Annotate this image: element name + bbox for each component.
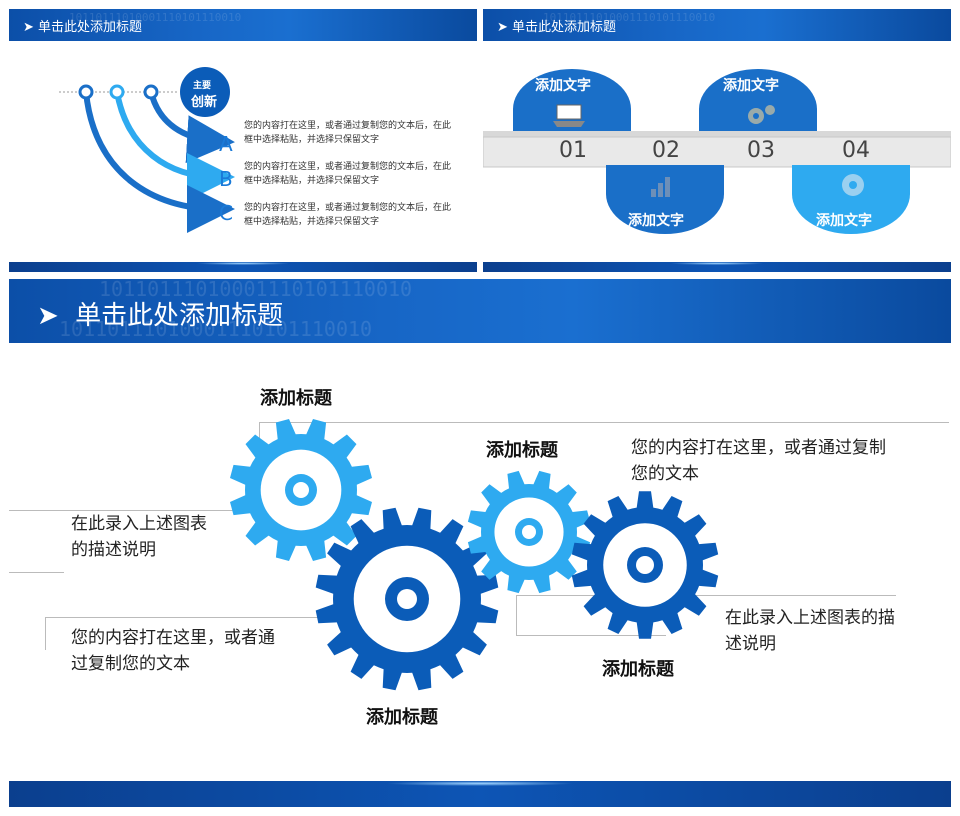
number-01: 01 (559, 138, 587, 163)
binary-watermark: 10110111010001110101110010 (69, 11, 242, 24)
connector-line (45, 617, 345, 618)
connector-line (516, 635, 666, 636)
item-c-text: 您的内容打在这里，或者通过复制您的文本后，在此框中选择粘贴，并选择只保留文字 (244, 203, 452, 227)
number-03: 03 (747, 138, 775, 163)
connector-line (45, 617, 46, 650)
bar-chart-icon (651, 177, 670, 197)
laptop-icon (553, 104, 585, 127)
binary-watermark-2: 10110111010001110101110010 (543, 11, 716, 24)
slide-1-footer (9, 262, 477, 272)
number-02: 02 (652, 138, 680, 163)
letter-b: B (219, 167, 233, 191)
gears-icon (748, 105, 775, 124)
binary-watermark-4: 10110111010001110101110010 (59, 317, 373, 341)
slide-2: 10110111010001110101110010 ➤ 单击此处添加标题 (483, 9, 951, 272)
letter-a: A (219, 132, 233, 156)
text-top-right: 您的内容打在这里，或者通过复制您的文本 (631, 438, 886, 484)
slide-2-header: 10110111010001110101110010 ➤ 单击此处添加标题 (483, 9, 951, 41)
head-gear-icon (842, 174, 864, 196)
tab-4-label[interactable]: 添加文字 (816, 213, 872, 229)
tab-2-label[interactable]: 添加文字 (628, 213, 684, 229)
item-a-text: 您的内容打在这里，或者通过复制您的文本后，在此框中选择粘贴，并选择只保留文字 (244, 121, 452, 145)
tab-diagram (483, 69, 951, 234)
number-04: 04 (842, 138, 870, 163)
connector-line (516, 595, 517, 635)
slide-1-title[interactable]: ➤ 单击此处添加标题 (23, 20, 143, 35)
text-left-top: 在此录入上述图表的描述说明 (71, 514, 207, 560)
letter-c: C (219, 201, 233, 225)
item-b-text: 您的内容打在这里，或者通过复制您的文本后，在此框中选择粘贴，并选择只保留文字 (244, 162, 452, 186)
arrow-icon: ➤ (37, 301, 59, 331)
text-left-bottom: 您的内容打在这里，或者通过复制您的文本 (71, 628, 275, 674)
arc-diagram (59, 67, 235, 233)
tab-3-label[interactable]: 添加文字 (723, 78, 779, 94)
gear-4 (315, 507, 499, 691)
slide-3: 10110111010001110101110010 1011011101000… (9, 279, 951, 807)
connector-line (9, 510, 249, 511)
gear-title-1: 添加标题 (260, 388, 332, 409)
gears-diagram (230, 419, 719, 691)
slide-3-footer (9, 781, 951, 807)
connector-line (516, 595, 896, 596)
arrow-icon: ➤ (497, 20, 508, 35)
gear-3 (571, 491, 719, 639)
badge-bottom: 创新 (191, 95, 218, 110)
tab-1-label[interactable]: 添加文字 (535, 78, 591, 94)
gear-1 (230, 419, 372, 561)
binary-watermark-3: 10110111010001110101110010 (99, 279, 413, 301)
slide-2-title[interactable]: ➤ 单击此处添加标题 (497, 20, 617, 35)
arrow-icon: ➤ (23, 20, 34, 35)
connector-line (9, 572, 64, 573)
badge-top: 主要 (193, 81, 212, 91)
text-right-bottom: 在此录入上述图表的描述说明 (725, 608, 895, 654)
connector-line (259, 422, 949, 423)
gear-title-4: 添加标题 (366, 707, 438, 728)
slide-2-footer (483, 262, 951, 272)
slide-1-header: 10110111010001110101110010 ➤ 单击此处添加标题 (9, 9, 477, 41)
slide-3-header: 10110111010001110101110010 1011011101000… (9, 279, 951, 343)
gear-title-2: 添加标题 (486, 440, 558, 461)
gear-2 (467, 470, 591, 594)
gear-title-3: 添加标题 (602, 659, 674, 680)
slide-1: 10110111010001110101110010 ➤ 单击此处添加标题 主要… (9, 9, 477, 272)
slide-3-title[interactable]: ➤ 单击此处添加标题 (37, 301, 284, 331)
